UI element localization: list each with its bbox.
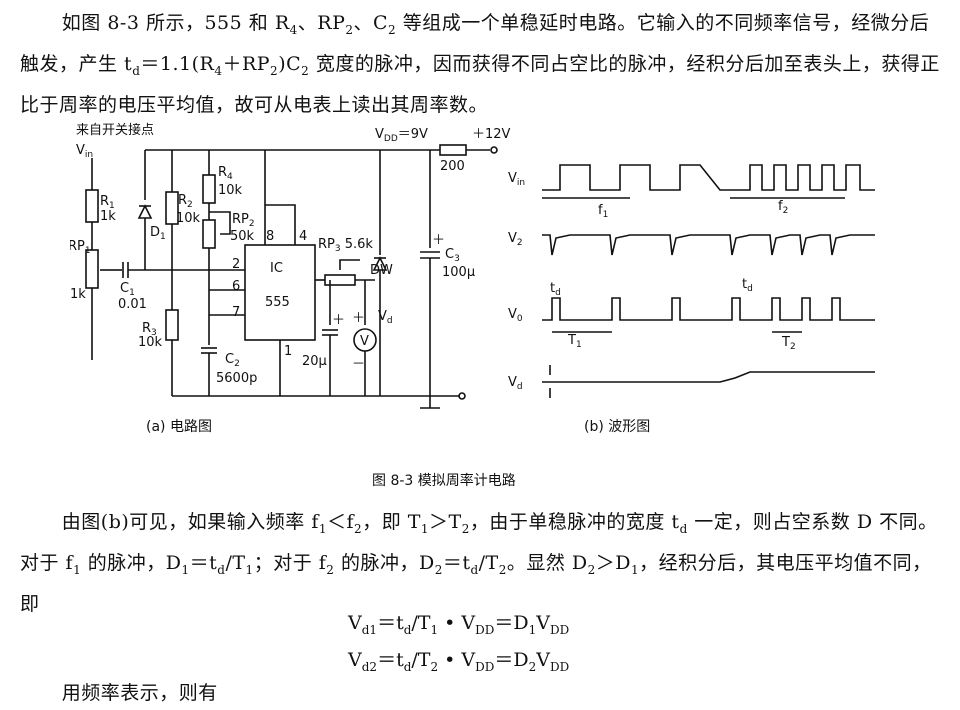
label-rp1-value: 1k: [70, 287, 86, 302]
pin-8: 8: [266, 229, 274, 244]
label-cap20: 20μ: [302, 354, 327, 369]
wave-label-vd: Vd: [508, 375, 523, 392]
label-d1: D1: [150, 225, 166, 242]
label-vin: Vin: [76, 143, 93, 160]
label-c1: C1: [120, 281, 135, 298]
label-c3-value: 100μ: [442, 265, 475, 280]
intro-paragraph: 如图 8-3 所示，555 和 R4、RP2、C2 等组成一个单稳延时电路。它输…: [20, 12, 940, 116]
label-c1-value: 0.01: [118, 297, 147, 312]
waveform-v0: [542, 297, 875, 321]
label-rp1: RP1: [70, 239, 91, 256]
label-plus12v: ＋12V: [472, 127, 511, 142]
label-r3-value: 10k: [138, 335, 163, 350]
label-dw: DW: [370, 263, 393, 278]
label-rp2-value: 50k: [230, 229, 255, 244]
label-r4: R4: [218, 165, 233, 182]
label-r200: 200: [440, 159, 465, 174]
equation-vd1: Vd1＝td/T1 • VDD＝D1VDD: [348, 612, 570, 637]
label-r1: R1: [100, 194, 115, 211]
waveform-vd: [542, 371, 875, 383]
cap20-plus: ＋: [332, 313, 345, 328]
closing-line: 用频率表示，则有: [61, 682, 218, 704]
wave-label-v0: V0: [508, 307, 523, 324]
label-r4-value: 10k: [218, 183, 243, 198]
label-td-1: td: [550, 281, 561, 298]
label-t1: T1: [567, 333, 582, 350]
wave-label-v2: V2: [508, 231, 523, 248]
label-c2: C2: [225, 352, 240, 369]
label-c3: C3: [445, 247, 460, 264]
label-r1-value: 1k: [100, 209, 116, 224]
caption-b: (b) 波形图: [584, 419, 651, 435]
c3-plus: ＋: [432, 233, 445, 248]
equation-vd2: Vd2＝td/T2 • VDD＝D2VDD: [348, 649, 570, 674]
figure-8-3: 来自开关接点 Vin R1 1k RP1 1k C1 0.01 D1 R2 10…: [68, 120, 910, 424]
waveform-diagram: [542, 164, 875, 398]
circuit-diagram: [85, 144, 498, 409]
label-rp3: RP3 5.6k: [318, 237, 373, 254]
pin-2: 2: [232, 257, 240, 272]
label-r3: R3: [142, 321, 157, 338]
input-note: 来自开关接点: [76, 122, 154, 138]
label-ic-number: 555: [265, 295, 290, 310]
caption-a: (a) 电路图: [146, 419, 212, 435]
label-r2: R2: [178, 193, 193, 210]
analysis-paragraph: 由图(b)可见，如果输入频率 f1＜f2，即 T1＞T2，由于单稳脉冲的宽度 t…: [20, 511, 938, 615]
waveform-vin: [542, 164, 875, 191]
figure-caption: 图 8-3 模拟周率计电路: [372, 473, 516, 489]
label-rp2: RP2: [232, 212, 255, 229]
label-td-2: td: [742, 277, 753, 294]
waveform-labels: Vin V2 V0 Vd f1 f2 td td T1 T2: [508, 171, 796, 392]
pin-7: 7: [232, 305, 240, 320]
meter-v: V: [360, 334, 369, 349]
label-vdd: VDD＝9V: [375, 127, 428, 144]
pin-6: 6: [232, 279, 240, 294]
circuit-labels: 来自开关接点 Vin R1 1k RP1 1k C1 0.01 D1 R2 10…: [68, 122, 511, 386]
circuit-and-waveform-diagram: 来自开关接点 Vin R1 1k RP1 1k C1 0.01 D1 R2 10…: [68, 122, 875, 409]
label-t2: T2: [781, 335, 796, 352]
label-f1: f1: [598, 203, 608, 220]
meter-minus: －: [352, 357, 365, 372]
pin-4: 4: [299, 229, 307, 244]
waveform-v2: [542, 234, 875, 256]
label-c2-value: 5600p: [216, 371, 257, 386]
label-r2-value: 10k: [176, 211, 201, 226]
label-f2: f2: [778, 199, 788, 216]
wave-label-vin: Vin: [508, 171, 525, 188]
meter-plus: ＋: [352, 311, 365, 326]
label-ic: IC: [270, 261, 283, 276]
label-vd: Vd: [378, 309, 393, 326]
pin-1: 1: [284, 344, 292, 359]
